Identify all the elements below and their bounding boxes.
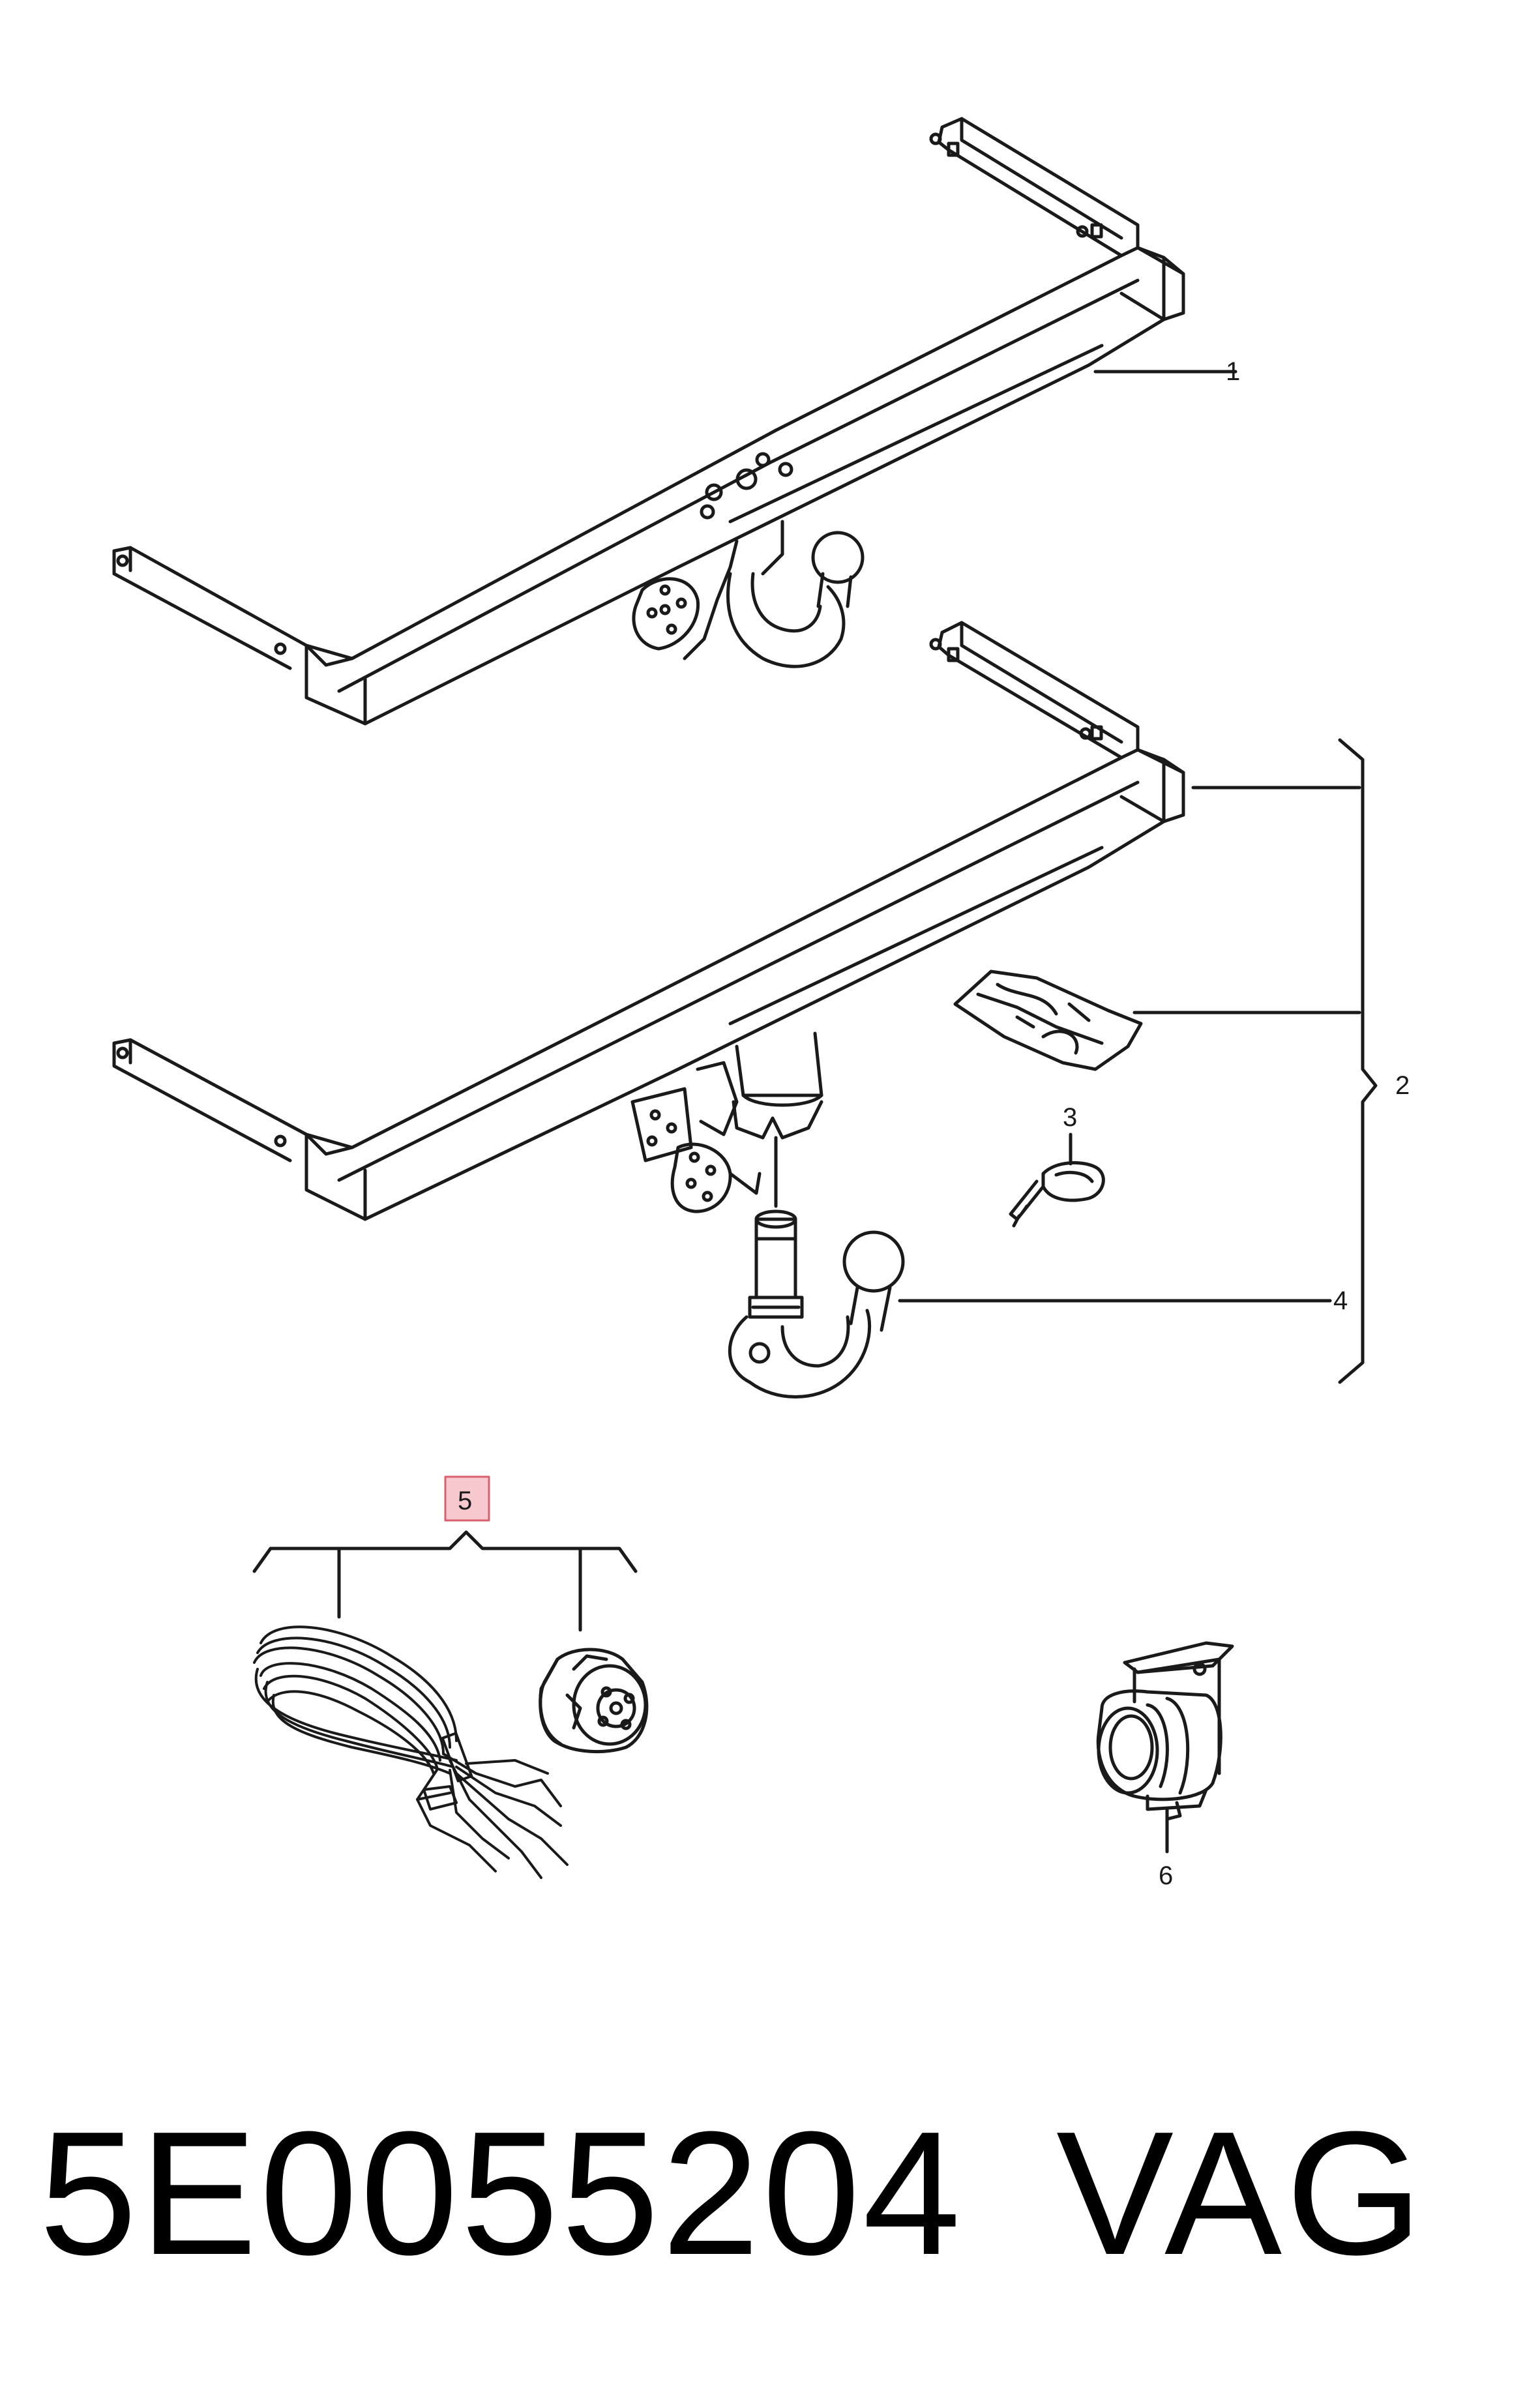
- part-number: 5E0055204: [39, 2095, 964, 2292]
- tow-bar-fixed: [112, 117, 1185, 726]
- wiring-harness: [253, 1625, 569, 1879]
- callout-5[interactable]: 5: [458, 1487, 472, 1515]
- callout-3: 3: [1063, 1103, 1077, 1132]
- key: [1009, 1161, 1105, 1228]
- group-5-brace: [252, 1530, 638, 1573]
- callout-2: 2: [1395, 1071, 1410, 1100]
- brand-label: VAG: [1056, 2095, 1427, 2292]
- detachable-ball-neck: [728, 1209, 905, 1399]
- callout-1: 1: [1226, 357, 1240, 386]
- callout-4: 4: [1333, 1286, 1348, 1315]
- callout-6: 6: [1159, 1861, 1173, 1890]
- socket-housing: [1096, 1641, 1234, 1821]
- group-2-brace: [1338, 738, 1378, 1384]
- trailer-socket: [539, 1648, 649, 1753]
- callout-5-highlight[interactable]: [444, 1475, 490, 1522]
- fastener-bag: [953, 970, 1143, 1071]
- tow-bar-detachable: [112, 621, 1185, 1221]
